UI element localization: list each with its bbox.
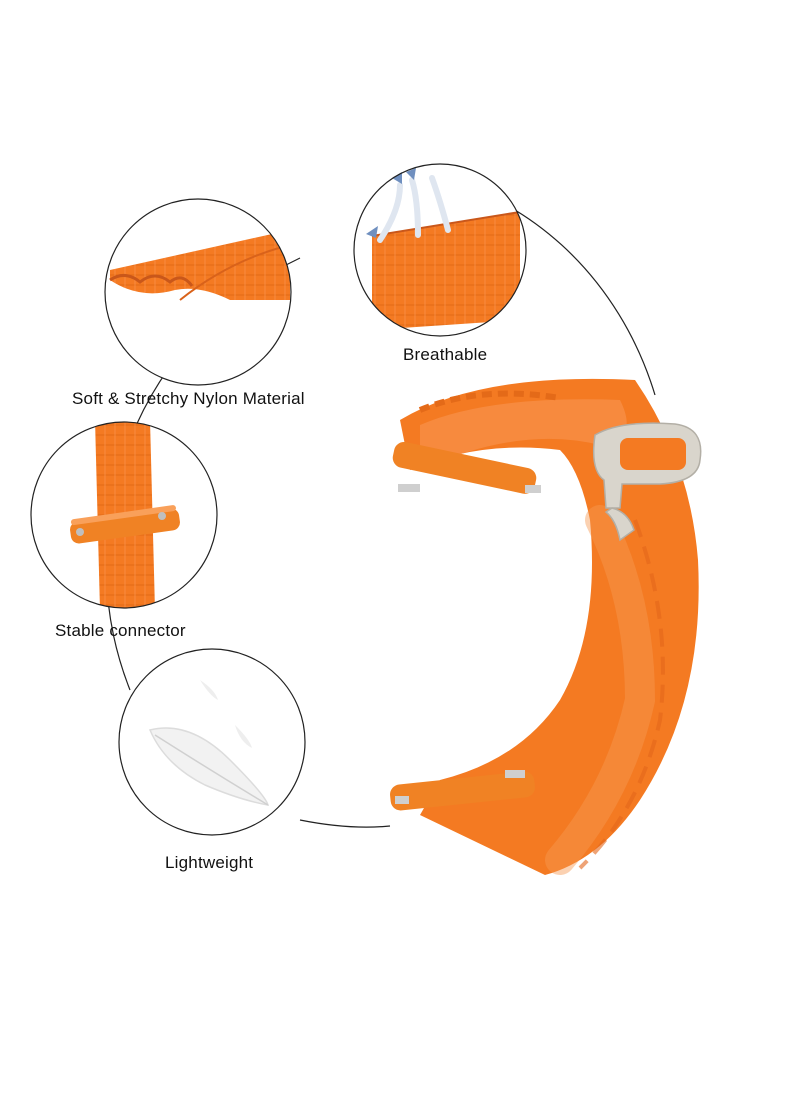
feature-label-soft: Soft & Stretchy Nylon Material bbox=[72, 389, 305, 408]
g-hook-buckle bbox=[592, 422, 702, 542]
feature-label-stable-connector: Stable connector bbox=[55, 621, 186, 640]
feature-label-lightweight: Lightweight bbox=[165, 853, 254, 872]
feather-icon bbox=[148, 680, 270, 806]
detail-circle-lightweight bbox=[118, 648, 306, 836]
airflow-arrows-icon bbox=[366, 168, 451, 243]
detail-circle-soft bbox=[104, 198, 292, 386]
feature-label-breathable: Breathable bbox=[403, 345, 488, 364]
detail-circle-breathable bbox=[353, 163, 527, 337]
watch-strap bbox=[390, 378, 702, 875]
detail-circle-connector bbox=[30, 421, 218, 609]
connector-arc-bottom bbox=[299, 819, 391, 828]
